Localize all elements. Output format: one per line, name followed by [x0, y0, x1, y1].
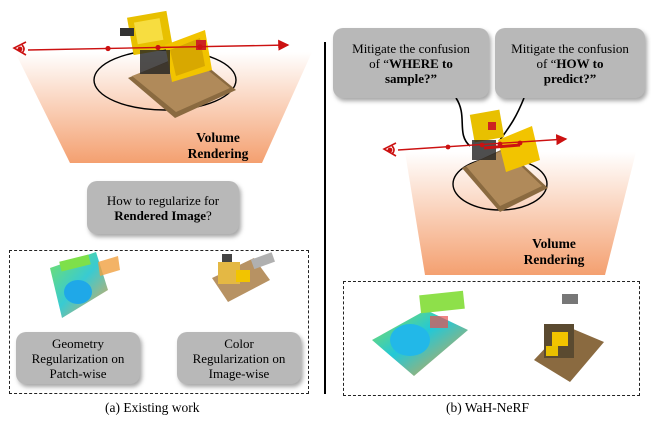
left-depth-map — [50, 252, 120, 318]
where-line-3: sample?” — [385, 71, 437, 86]
right-lego-model — [462, 109, 548, 212]
right-color-render — [534, 294, 604, 382]
how-tail: ” — [589, 70, 597, 86]
question-line-2: Rendered Image? — [114, 208, 212, 223]
where-to-sample-box: Mitigate the confusion of “WHERE to samp… — [333, 28, 489, 98]
vr-line-2: Rendering — [187, 146, 249, 161]
right-dashed-frame — [343, 281, 640, 396]
right-sample-point-2 — [479, 142, 485, 148]
geometry-regularization-box: Geometry Regularization on Patch-wise — [16, 332, 140, 384]
question-tail: ? — [206, 207, 212, 223]
how-to-predict-box: Mitigate the confusion of “HOW to predic… — [495, 28, 645, 98]
question-line-1: How to regularize for — [106, 192, 220, 208]
color-line-1: Color — [224, 335, 254, 351]
where-connector — [455, 97, 471, 147]
right-sample-point-4 — [517, 140, 523, 146]
color-regularization-box: Color Regularization on Image-wise — [177, 332, 301, 384]
where-line-1: Mitigate the confusion — [352, 40, 470, 56]
right-volume-rendering-label: Volume Rendering — [512, 236, 596, 268]
left-dashed-frame — [9, 250, 309, 394]
where-line-2: of “WHERE to — [369, 56, 453, 71]
where-bold-2: sample? — [385, 70, 431, 86]
right-frustum — [405, 152, 636, 275]
where-bold: WHERE to — [388, 55, 453, 71]
where-pre: of “ — [369, 55, 389, 71]
right-sample-point-3 — [497, 141, 503, 147]
question-box: How to regularize for Rendered Image? — [87, 181, 239, 234]
how-bold: HOW to — [556, 55, 604, 71]
geometry-line-1: Geometry — [52, 335, 104, 351]
rvr-line-2: Rendering — [523, 252, 585, 267]
color-line-3: Image-wise — [208, 365, 270, 381]
left-volume-rendering-label: Volume Rendering — [178, 130, 258, 162]
left-sample-point-3 — [197, 44, 203, 50]
how-bold-2: predict? — [543, 70, 590, 86]
where-tail: ” — [430, 70, 438, 86]
geometry-line-2: Regularization on — [31, 350, 125, 366]
left-sample-point-2 — [155, 44, 161, 51]
color-line-2: Regularization on — [192, 350, 286, 366]
caption-wah-nerf: (b) WaH-NeRF — [446, 400, 530, 415]
left-color-render — [212, 252, 275, 302]
right-eye-icon — [382, 142, 397, 157]
vr-line-1: Volume — [196, 130, 240, 145]
right-ray-segment — [483, 143, 521, 150]
right-sample-point-1 — [445, 144, 451, 150]
left-sample-point-1 — [105, 45, 111, 52]
right-depth-map — [372, 290, 468, 376]
how-pre: of “ — [536, 55, 557, 71]
how-line-3: predict?” — [544, 71, 596, 86]
geometry-line-3: Patch-wise — [49, 365, 107, 381]
how-line-1: Mitigate the confusion — [511, 40, 629, 56]
question-bold: Rendered Image — [114, 207, 207, 223]
left-eye-icon — [12, 41, 27, 56]
caption-existing-work: (a) Existing work — [105, 400, 200, 415]
panel-divider — [324, 42, 326, 394]
how-line-2: of “HOW to — [537, 56, 604, 71]
rvr-line-1: Volume — [532, 236, 576, 251]
